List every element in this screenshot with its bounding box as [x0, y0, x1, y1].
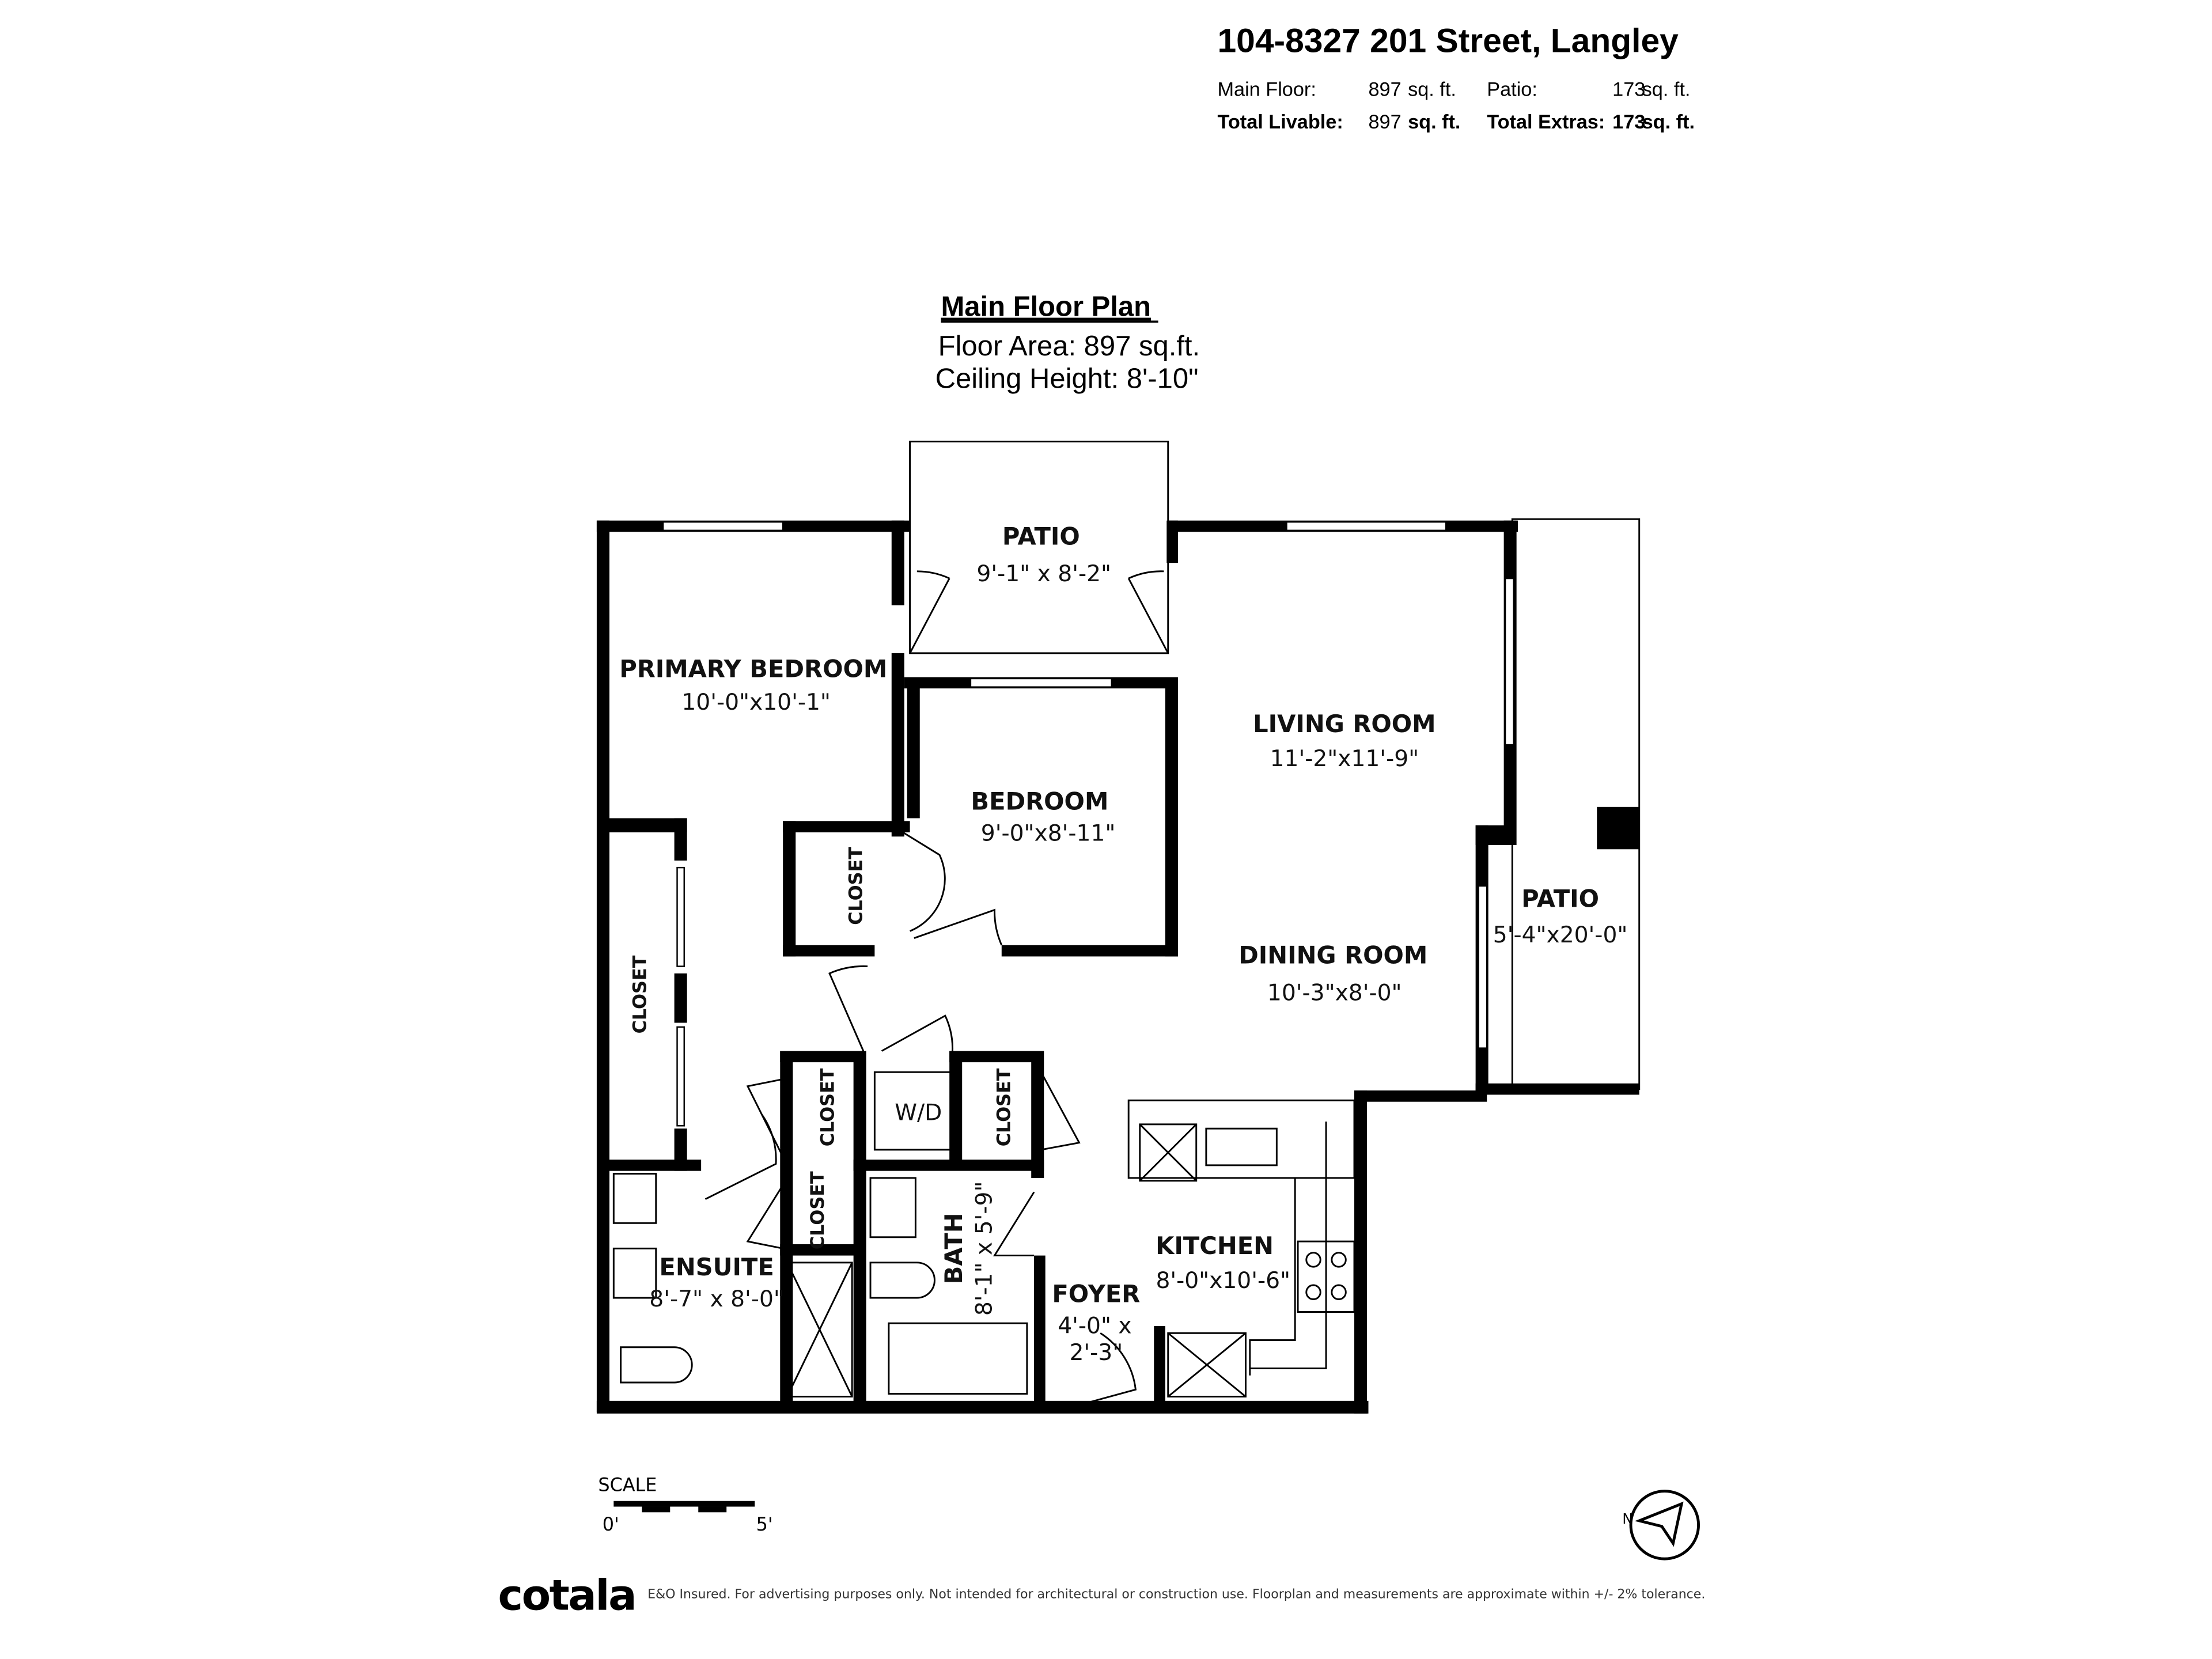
living-room-dims: 11'-2"x11'-9" — [1270, 746, 1419, 772]
closet-label: CLOSET — [993, 1068, 1014, 1146]
stove-icon — [1297, 1240, 1355, 1313]
ensuite-sink-icon — [612, 1173, 657, 1224]
windows — [662, 521, 1514, 1127]
patio-side-dims: 5'-4"x20'-0" — [1493, 922, 1628, 948]
living-room-name: LIVING ROOM — [1253, 710, 1435, 738]
patio-side-outline — [1511, 518, 1641, 1090]
closet-label: CLOSET — [816, 1068, 838, 1146]
kitchen-sink-icon — [1205, 1127, 1278, 1166]
ceiling-height: Ceiling Height: 8'-10" — [935, 363, 1199, 394]
cotala-logo: cotala — [498, 1571, 635, 1620]
fixtures — [612, 1071, 1355, 1397]
main-floor-unit: sq. ft. — [1408, 79, 1456, 101]
main-floor-label: Main Floor: — [1217, 79, 1316, 101]
shower-icon — [786, 1262, 853, 1397]
dining-room-name: DINING ROOM — [1238, 941, 1427, 969]
total-livable-value: 897 — [1369, 111, 1402, 133]
total-livable-unit: sq. ft. — [1408, 111, 1460, 133]
total-extras-value: 173 — [1612, 111, 1645, 133]
closet-label: CLOSET — [629, 955, 651, 1033]
bath-sink-icon — [869, 1177, 916, 1238]
scale-end: 5' — [756, 1513, 773, 1535]
header: 104-8327 201 Street, Langley Main Floor:… — [1217, 22, 1695, 133]
patio-value: 173 — [1612, 79, 1645, 101]
bedroom-name: BEDROOM — [971, 787, 1108, 816]
patio-top-name: PATIO — [1002, 522, 1080, 550]
plan-title-block: Main Floor Plan Floor Area: 897 sq.ft. C… — [935, 291, 1200, 395]
primary-bedroom-dims: 10'-0"x10'-1" — [681, 690, 831, 715]
patio-label: Patio: — [1487, 79, 1537, 101]
room-labels: PATIO 9'-1" x 8'-2" PRIMARY BEDROOM 10'-… — [619, 522, 1627, 1366]
closet-label: CLOSET — [806, 1171, 828, 1249]
bath-dims: 8'-1" x 5'-9" — [972, 1181, 998, 1316]
floor-area: Floor Area: 897 sq.ft. — [938, 331, 1200, 362]
kitchen-name: KITCHEN — [1156, 1232, 1274, 1260]
total-extras-label: Total Extras: — [1487, 111, 1605, 133]
bath-toilet-icon — [869, 1262, 935, 1299]
kitchen-dims: 8'-0"x10'-6" — [1156, 1268, 1290, 1294]
total-livable-label: Total Livable: — [1217, 111, 1343, 133]
main-floor-value: 897 — [1369, 79, 1402, 101]
compass-label: N — [1622, 1510, 1633, 1527]
washer-dryer-label: W/D — [895, 1100, 942, 1126]
bath-name: BATH — [940, 1213, 968, 1284]
foyer-dims-1: 4'-0" x — [1058, 1313, 1131, 1339]
bathtub-icon — [888, 1322, 1028, 1395]
foyer-name: FOYER — [1052, 1279, 1140, 1308]
bedroom-dims: 9'-0"x8'-11" — [981, 821, 1116, 847]
compass-arrow-icon: N — [1622, 1490, 1700, 1560]
address: 104-8327 201 Street, Langley — [1217, 22, 1679, 60]
patio-side-name: PATIO — [1521, 885, 1599, 913]
patio-top-dims: 9'-1" x 8'-2" — [976, 561, 1111, 587]
patio-unit: sq. ft. — [1642, 79, 1691, 101]
primary-bedroom-name: PRIMARY BEDROOM — [619, 655, 887, 683]
ensuite-name: ENSUITE — [659, 1253, 774, 1281]
total-extras-unit: sq. ft. — [1642, 111, 1695, 133]
kitchen-counter-top — [1127, 1099, 1355, 1179]
scale-start: 0' — [603, 1513, 619, 1535]
plan-title: Main Floor Plan — [941, 291, 1151, 323]
doors — [704, 570, 1169, 1412]
disclaimer: E&O Insured. For advertising purposes on… — [647, 1588, 1705, 1602]
dining-room-dims: 10'-3"x8'-0" — [1267, 980, 1402, 1006]
footer: cotala E&O Insured. For advertising purp… — [498, 1571, 1705, 1620]
closet-label: CLOSET — [844, 847, 866, 925]
scale-bar: SCALE 0' 5' — [598, 1474, 772, 1536]
ensuite-toilet-icon — [620, 1346, 693, 1384]
ensuite-dims: 8'-7" x 8'-0" — [649, 1286, 784, 1312]
scale-label: SCALE — [598, 1474, 657, 1496]
foyer-dims-2: 2'-3" — [1069, 1340, 1123, 1366]
